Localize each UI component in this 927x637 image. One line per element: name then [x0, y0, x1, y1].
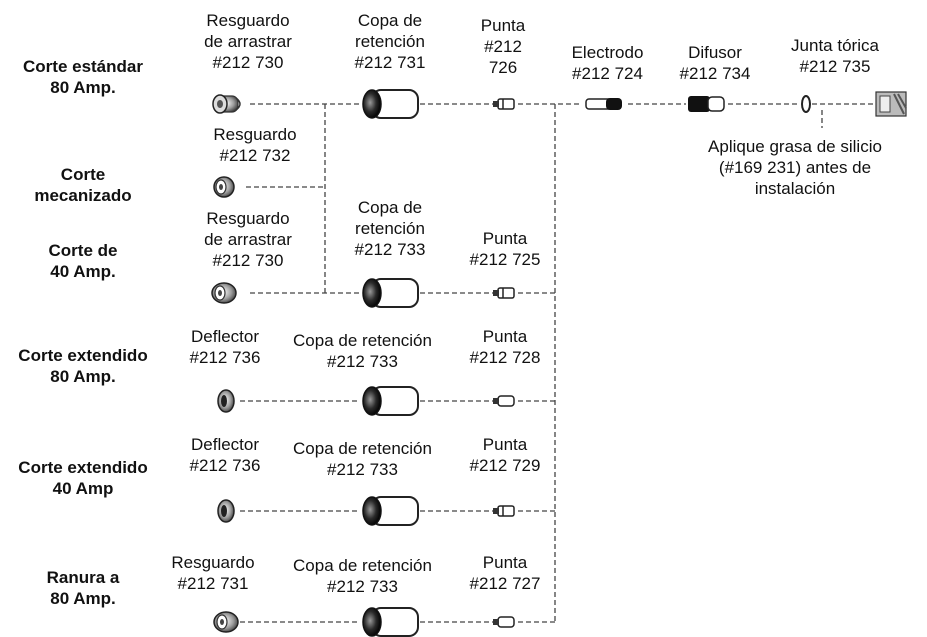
oring-icon	[801, 95, 811, 113]
r5-tip-icon	[493, 505, 515, 517]
label-r5-cup: Copa de retención#212 733	[293, 439, 432, 479]
r6-tip-icon	[493, 616, 515, 628]
r6-retaining-cup-icon	[362, 607, 419, 637]
label-diffuser: Difusor#212 734	[679, 43, 751, 83]
label-electrode: Electrodo#212 724	[571, 43, 644, 83]
silicone-grease-note: Aplique grasa de silicio(#169 231) antes…	[708, 137, 882, 198]
r4-tip-icon	[493, 395, 515, 407]
label-r5-deflector: Deflector#212 736	[189, 435, 261, 475]
label-r6-tip: Punta#212 727	[469, 553, 541, 593]
r5-deflector-icon	[217, 499, 235, 523]
label-oring: Junta tórica#212 735	[791, 36, 879, 76]
label-r6-cup: Copa de retención#212 733	[293, 556, 432, 596]
r3-retaining-cup-icon	[362, 278, 419, 308]
r5-retaining-cup-icon	[362, 496, 419, 526]
label-r4-tip: Punta#212 728	[469, 327, 541, 367]
label-r3-tip: Punta#212 725	[469, 229, 541, 269]
r3-tip-icon	[493, 287, 515, 299]
label-r6-shield: Resguardo#212 731	[171, 553, 255, 593]
label-r5-tip: Punta#212 729	[469, 435, 541, 475]
r1-retaining-cup-icon	[362, 89, 419, 119]
label-r4-cup: Copa de retención#212 733	[293, 331, 432, 371]
r2-shield-icon	[213, 176, 235, 198]
r1-drag-shield-icon	[212, 94, 241, 114]
r6-shield-icon	[213, 611, 239, 633]
r4-retaining-cup-icon	[362, 386, 419, 416]
diffuser-icon	[688, 96, 725, 112]
dashed-connector-lines	[240, 103, 874, 623]
label-r4-deflector: Deflector#212 736	[189, 327, 261, 367]
electrode-icon	[585, 98, 622, 110]
torch-head-icon	[875, 91, 907, 117]
r3-drag-shield-icon	[211, 282, 237, 304]
label-r2-shield: Resguardo#212 732	[213, 125, 297, 165]
r4-deflector-icon	[217, 389, 235, 413]
r1-tip-icon	[493, 98, 515, 110]
